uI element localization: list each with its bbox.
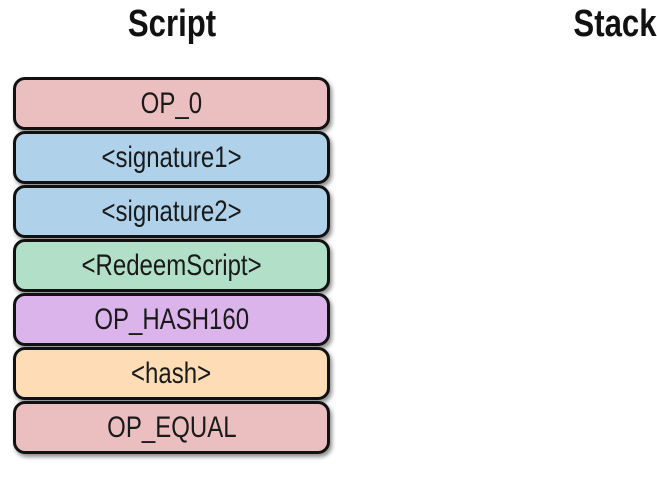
- script-item-label: <signature2>: [101, 194, 242, 228]
- script-item-label: OP_EQUAL: [106, 410, 237, 444]
- script-item-hash: <hash>: [13, 347, 330, 400]
- script-item-label: <signature1>: [101, 140, 242, 174]
- stack-heading: Stack: [573, 3, 657, 45]
- script-item-label: OP_0: [140, 86, 203, 120]
- script-item-label: OP_HASH160: [94, 302, 249, 336]
- script-item-signature2: <signature2>: [13, 185, 330, 238]
- script-item-redeem-script: <RedeemScript>: [13, 239, 330, 292]
- script-item-signature1: <signature1>: [13, 131, 330, 184]
- script-item-op-hash160: OP_HASH160: [13, 293, 330, 346]
- script-item-label: <RedeemScript>: [81, 248, 262, 282]
- stack-area: [400, 77, 640, 457]
- script-heading: Script: [127, 3, 217, 45]
- script-item-op-0: OP_0: [13, 77, 330, 130]
- script-column: OP_0 <signature1> <signature2> <RedeemSc…: [13, 77, 330, 455]
- script-item-label: <hash>: [131, 356, 212, 390]
- script-item-op-equal: OP_EQUAL: [13, 401, 330, 454]
